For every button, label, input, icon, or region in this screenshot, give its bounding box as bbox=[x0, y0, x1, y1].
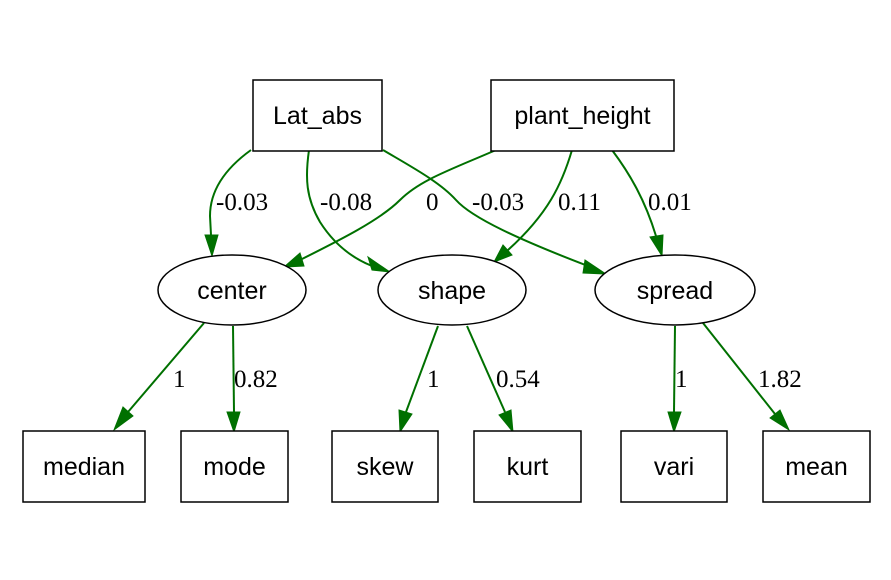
edge-line bbox=[673, 325, 676, 413]
edge-line bbox=[702, 322, 776, 415]
edge-shape-to-kurt: 0.54 bbox=[466, 325, 540, 434]
edge-label: 0.82 bbox=[234, 366, 278, 393]
edge-line bbox=[305, 149, 373, 267]
edge-line bbox=[208, 149, 252, 236]
node-box bbox=[490, 79, 675, 152]
edge-plant-height-to-spread: 0.01 bbox=[611, 149, 692, 258]
edge-center-to-mode: 0.82 bbox=[226, 325, 278, 434]
arrowhead bbox=[492, 244, 513, 263]
arrowhead bbox=[649, 234, 664, 258]
node-box bbox=[620, 430, 728, 503]
edges: -0.03 -0.08 -0.03 0 0.11 0.01 bbox=[112, 149, 802, 434]
edge-spread-to-mean: 1.82 bbox=[702, 322, 802, 432]
arrowhead bbox=[398, 409, 413, 434]
node-vari: vari bbox=[620, 430, 728, 503]
edge-label: 1 bbox=[427, 366, 440, 393]
arrowhead bbox=[582, 259, 608, 275]
node-box bbox=[331, 430, 439, 503]
edge-label: 0.54 bbox=[496, 366, 540, 393]
node-box bbox=[180, 430, 289, 503]
node-box bbox=[22, 430, 146, 503]
node-label: mode bbox=[203, 453, 266, 481]
node-mean: mean bbox=[762, 430, 871, 503]
node-skew: skew bbox=[331, 430, 439, 503]
edge-label: -0.03 bbox=[216, 189, 268, 216]
node-shape: shape bbox=[377, 254, 527, 326]
edge-line bbox=[301, 149, 497, 260]
edge-label: 1 bbox=[675, 366, 688, 393]
node-box bbox=[252, 79, 383, 152]
arrowhead bbox=[769, 409, 791, 432]
node-box bbox=[473, 430, 582, 503]
edge-line bbox=[382, 149, 589, 267]
edge-plant-height-to-shape: 0.11 bbox=[492, 149, 601, 263]
arrowhead bbox=[112, 406, 134, 432]
node-label: mean bbox=[785, 453, 848, 481]
edge-label: 0 bbox=[426, 189, 439, 216]
edge-center-to-median: 1 bbox=[112, 322, 205, 432]
node-ellipse bbox=[157, 254, 307, 326]
edge-line bbox=[466, 325, 506, 413]
arrowhead bbox=[282, 252, 305, 268]
edge-lat-abs-to-center: -0.03 bbox=[204, 149, 268, 258]
edge-label: 0.11 bbox=[558, 189, 601, 216]
node-label: Lat_abs bbox=[273, 102, 362, 130]
edge-lat-abs-to-shape: -0.08 bbox=[305, 149, 391, 273]
node-median: median bbox=[22, 430, 146, 503]
node-box bbox=[762, 430, 871, 503]
edge-line bbox=[127, 322, 205, 413]
node-spread: spread bbox=[594, 254, 756, 326]
node-label: median bbox=[43, 453, 125, 481]
node-lat-abs: Lat_abs bbox=[252, 79, 383, 152]
edge-label: 1.82 bbox=[758, 366, 802, 393]
node-mode: mode bbox=[180, 430, 289, 503]
edge-shape-to-skew: 1 bbox=[398, 325, 440, 434]
edge-label: 0.01 bbox=[648, 189, 692, 216]
node-label: plant_height bbox=[514, 102, 650, 130]
node-label: spread bbox=[637, 277, 713, 305]
node-label: center bbox=[197, 277, 266, 305]
arrowhead bbox=[226, 411, 241, 434]
arrowhead bbox=[367, 255, 391, 273]
edge-line bbox=[232, 325, 235, 413]
edge-line bbox=[611, 149, 657, 237]
node-ellipse bbox=[594, 254, 756, 326]
node-ellipse bbox=[377, 254, 527, 326]
node-label: skew bbox=[357, 453, 415, 481]
node-label: shape bbox=[418, 277, 486, 305]
arrowhead bbox=[667, 411, 682, 434]
arrowhead bbox=[498, 409, 514, 434]
node-plant-height: plant_height bbox=[490, 79, 675, 152]
arrowhead bbox=[204, 234, 219, 258]
edge-line bbox=[405, 325, 439, 413]
node-center: center bbox=[157, 254, 307, 326]
node-label: vari bbox=[654, 453, 694, 481]
edge-label: -0.08 bbox=[320, 189, 372, 216]
edge-spread-to-vari: 1 bbox=[667, 325, 688, 434]
edge-lat-abs-to-spread: -0.03 bbox=[382, 149, 608, 275]
edge-label: -0.03 bbox=[472, 189, 524, 216]
edge-line bbox=[507, 149, 573, 251]
node-kurt: kurt bbox=[473, 430, 582, 503]
node-label: kurt bbox=[507, 453, 549, 481]
edge-plant-height-to-center: 0 bbox=[282, 149, 497, 268]
edge-label: 1 bbox=[173, 366, 186, 393]
